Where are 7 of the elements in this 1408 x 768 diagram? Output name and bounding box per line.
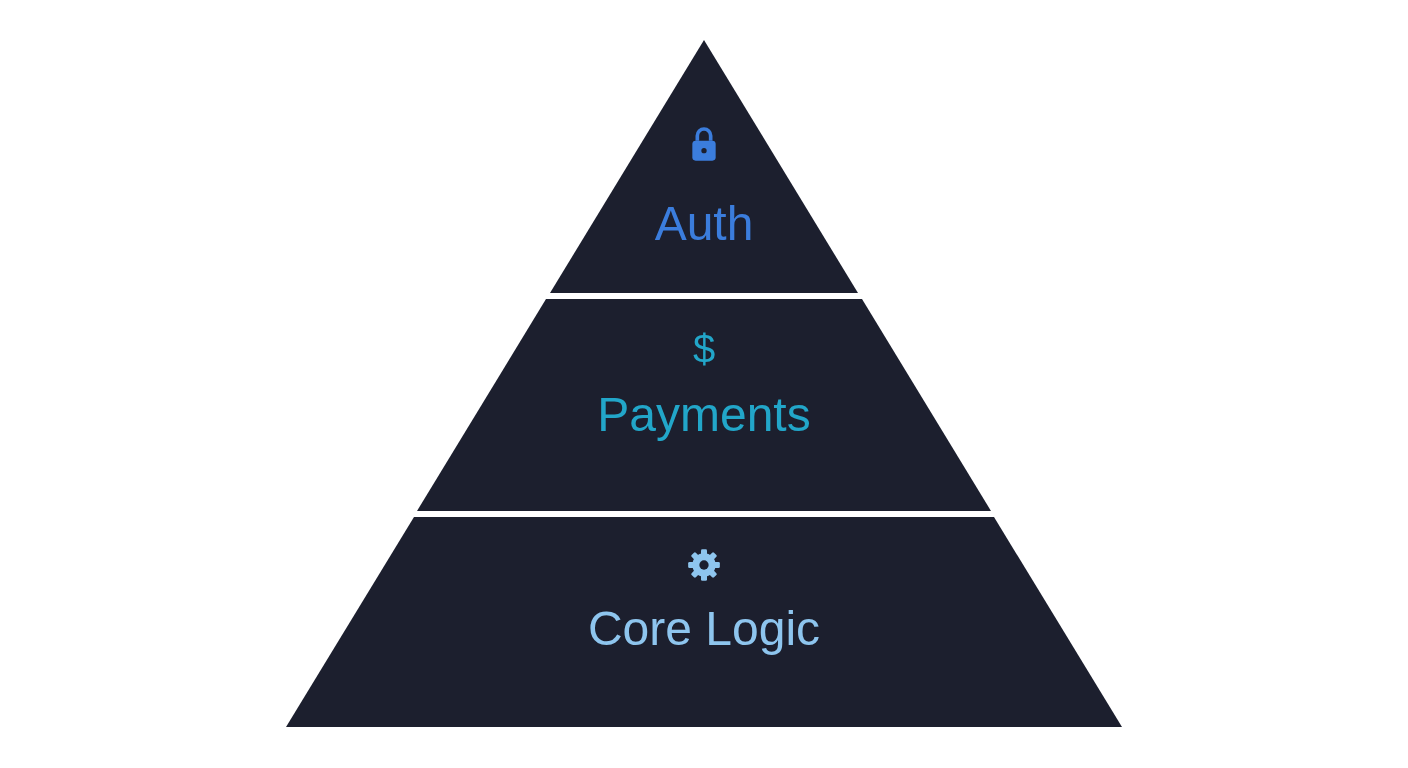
currency-symbol: $ — [692, 329, 716, 369]
pyramid-tier — [286, 517, 1122, 727]
pyramid-tier — [417, 299, 991, 511]
tier-label: Payments — [597, 391, 811, 439]
tier-label: Core Logic — [587, 605, 821, 653]
pyramid-tier — [550, 40, 858, 293]
tier-label: Auth — [654, 200, 754, 248]
